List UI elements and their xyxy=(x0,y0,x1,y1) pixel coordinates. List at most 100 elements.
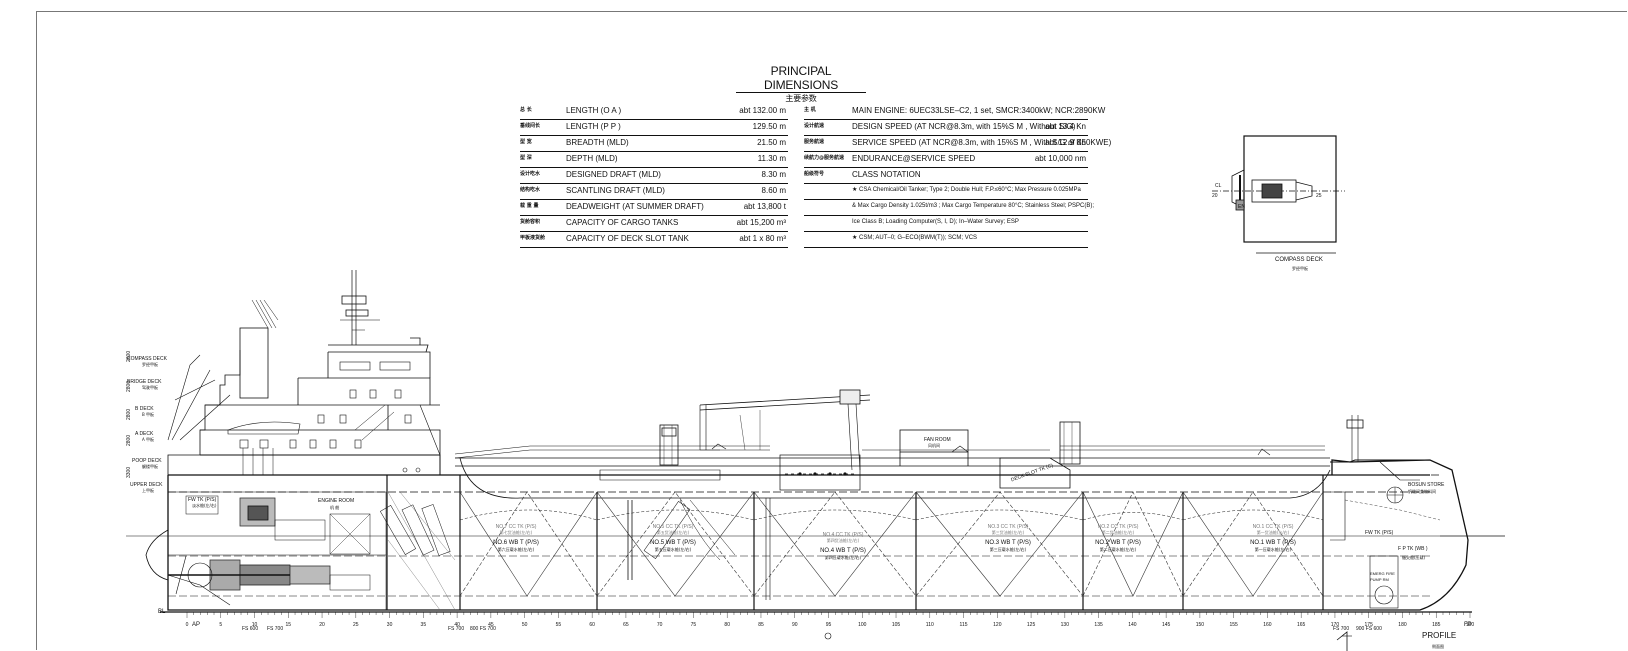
deck-height-5: 3300 xyxy=(126,466,132,478)
tank-label: NO.5 CC TK (P/S) xyxy=(652,524,694,530)
frame-number: 170 xyxy=(1331,622,1340,628)
frame-number: 5 xyxy=(219,622,222,628)
tank-label: NO.1 CC TK (P/S) xyxy=(1252,524,1294,530)
dimension-row-label: DESIGN SPEED (AT NCR@8.3m, with 15%S M ,… xyxy=(852,122,1076,131)
tank-label: NO.2 WB T (P/S) xyxy=(1095,540,1141,546)
frame-number: 180 xyxy=(1398,622,1407,628)
dimension-row-value: abt 13.4 Kn xyxy=(1045,122,1086,131)
frame-number: 165 xyxy=(1297,622,1306,628)
dimension-row-label: ENDURANCE@SERVICE SPEED xyxy=(852,154,976,163)
dimension-row-cn: 型 宽 xyxy=(520,139,532,145)
tank-bulkheads xyxy=(386,475,1324,610)
frame-number: 10 xyxy=(252,622,258,628)
dimension-row: ★ CSM; AUT–0; G–ECO(BWM(T)); SCM; VCS xyxy=(804,231,1088,248)
tank-label: 第六压载水舱(左/右) xyxy=(497,547,535,552)
dimension-row-label: CLASS NOTATION xyxy=(852,170,921,179)
dimension-row-value: abt 10,000 nm xyxy=(1034,154,1086,163)
frame-number: 65 xyxy=(623,622,629,628)
dimension-row-cn: 总 长 xyxy=(520,107,532,113)
tank-label: 第七货油舱(左/右) xyxy=(499,530,533,535)
compass-deck-cl: CL xyxy=(1215,183,1222,189)
dimension-row-value: 21.50 m xyxy=(757,138,786,147)
principal-dimensions-heading: PRINCIPAL DIMENSIONS xyxy=(736,64,866,93)
dimension-row: ★ CSA Chemical/Oil Tanker; Type 2; Doubl… xyxy=(804,183,1088,200)
deck-label-b: B DECK xyxy=(135,406,154,412)
engine-room-machinery xyxy=(167,491,456,611)
tank-label: NO.2 CC TK (P/S) xyxy=(1097,524,1139,530)
frame-number: 70 xyxy=(657,622,663,628)
deck-label-compass: COMPASS DECK xyxy=(127,356,167,362)
deck-equipment xyxy=(599,389,1271,600)
frame-number: 100 xyxy=(858,622,867,628)
fan-room-label-cn: 风机间 xyxy=(928,443,940,448)
dimension-row-label: ★ CSA Chemical/Oil Tanker; Type 2; Doubl… xyxy=(852,187,1081,193)
deck-height-4: 2800 xyxy=(126,434,132,446)
tank-label: 第二压载水舱(左/右) xyxy=(1099,547,1137,552)
tank-label: 第三压载水舱(左/右) xyxy=(989,547,1027,552)
compass-deck-title: COMPASS DECK xyxy=(1275,257,1323,263)
frame-number: 30 xyxy=(387,622,393,628)
dimension-row-label: & Max Cargo Density 1.025t/m3 ; Max Carg… xyxy=(852,203,1095,209)
forecastle xyxy=(1330,415,1441,609)
dimension-row-label: SCANTLING DRAFT (MLD) xyxy=(566,186,665,195)
frame-number: 90 xyxy=(792,622,798,628)
compass-deck-25: 25 xyxy=(1316,193,1322,199)
dimension-row-cn: 主 机 xyxy=(804,107,816,113)
frame-number: 75 xyxy=(691,622,697,628)
deck-height-1: 2600 xyxy=(126,350,132,362)
dimension-row-cn: 货舱容积 xyxy=(520,219,541,225)
frame-spacing-2: FS 700 xyxy=(267,626,284,632)
dimension-row-label: LENGTH (O A ) xyxy=(566,106,622,115)
drawing-frame xyxy=(36,11,1627,650)
bosun-store-label-cn: 帆缆间兼物料间 xyxy=(1408,489,1436,494)
dimension-row: 续航力@服务航速 ENDURANCE@SERVICE SPEED abt 10,00… xyxy=(804,151,1088,168)
principal-dimensions-subheading: 主要参数 xyxy=(785,94,817,103)
dimension-row-value: abt 13,800 t xyxy=(743,202,786,211)
tank-label: NO.4 WB T (P/S) xyxy=(820,548,866,554)
frame-number: 120 xyxy=(993,622,1002,628)
deck-label-poop: POOP DECK xyxy=(132,458,162,464)
frame-number: 115 xyxy=(960,622,968,628)
dimension-row-value: 8.30 m xyxy=(761,170,786,179)
deck-label-a: A DECK xyxy=(135,431,154,437)
tank-label: NO.5 WB T (P/S) xyxy=(650,540,696,546)
frame-spacing-4: 800 FS 700 xyxy=(470,626,496,632)
frame-number: 35 xyxy=(421,622,427,628)
dimension-row-label: DEADWEIGHT (AT SUMMER DRAFT) xyxy=(566,202,704,211)
frame-ruler xyxy=(186,612,1471,618)
tank-label: 第四压载水舱(左/右) xyxy=(824,555,862,560)
frame-spacing-5: FS 700 xyxy=(1333,626,1350,632)
fw-tank-fwd-label: FW TK (P/S) xyxy=(1365,530,1394,536)
frame-number: 105 xyxy=(892,622,901,628)
dimension-row-cn: 设计吃水 xyxy=(520,171,541,177)
dimension-row-label: CAPACITY OF CARGO TANKS xyxy=(566,218,679,227)
frame-number: 155 xyxy=(1229,622,1238,628)
frame-number: 80 xyxy=(724,622,730,628)
compass-deck-en: EN xyxy=(1238,204,1245,210)
frame-spacing-6: 900 FS 600 xyxy=(1356,626,1382,632)
profile-subtitle: 侧面图 xyxy=(1432,644,1444,649)
dimension-row-value: abt 12.9 Kn xyxy=(1045,138,1086,147)
frame-number: 185 xyxy=(1432,622,1441,628)
dimension-row: 设计吃水 DESIGNED DRAFT (MLD) 8.30 m xyxy=(520,167,788,184)
dimension-row-label: ★ CSM; AUT–0; G–ECO(BWM(T)); SCM; VCS xyxy=(852,235,978,241)
dimension-row-value: 8.60 m xyxy=(761,186,786,195)
principal-dimensions-title: PRINCIPAL DIMENSIONS 主要参数 xyxy=(736,64,866,104)
dimension-row-label: LENGTH (P P ) xyxy=(566,122,621,131)
tank-label: 第一压载水舱(左/右) xyxy=(1254,547,1292,552)
dimension-row-label: DESIGNED DRAFT (MLD) xyxy=(566,170,661,179)
profile-title: PROFILE xyxy=(1422,631,1457,640)
frame-number: 110 xyxy=(926,622,934,628)
frame-number: 175 xyxy=(1365,622,1374,628)
frame-number: 145 xyxy=(1162,622,1171,628)
dimension-row-cn: 续航力@服务航速 xyxy=(804,155,845,161)
frame-number: 85 xyxy=(758,622,764,628)
